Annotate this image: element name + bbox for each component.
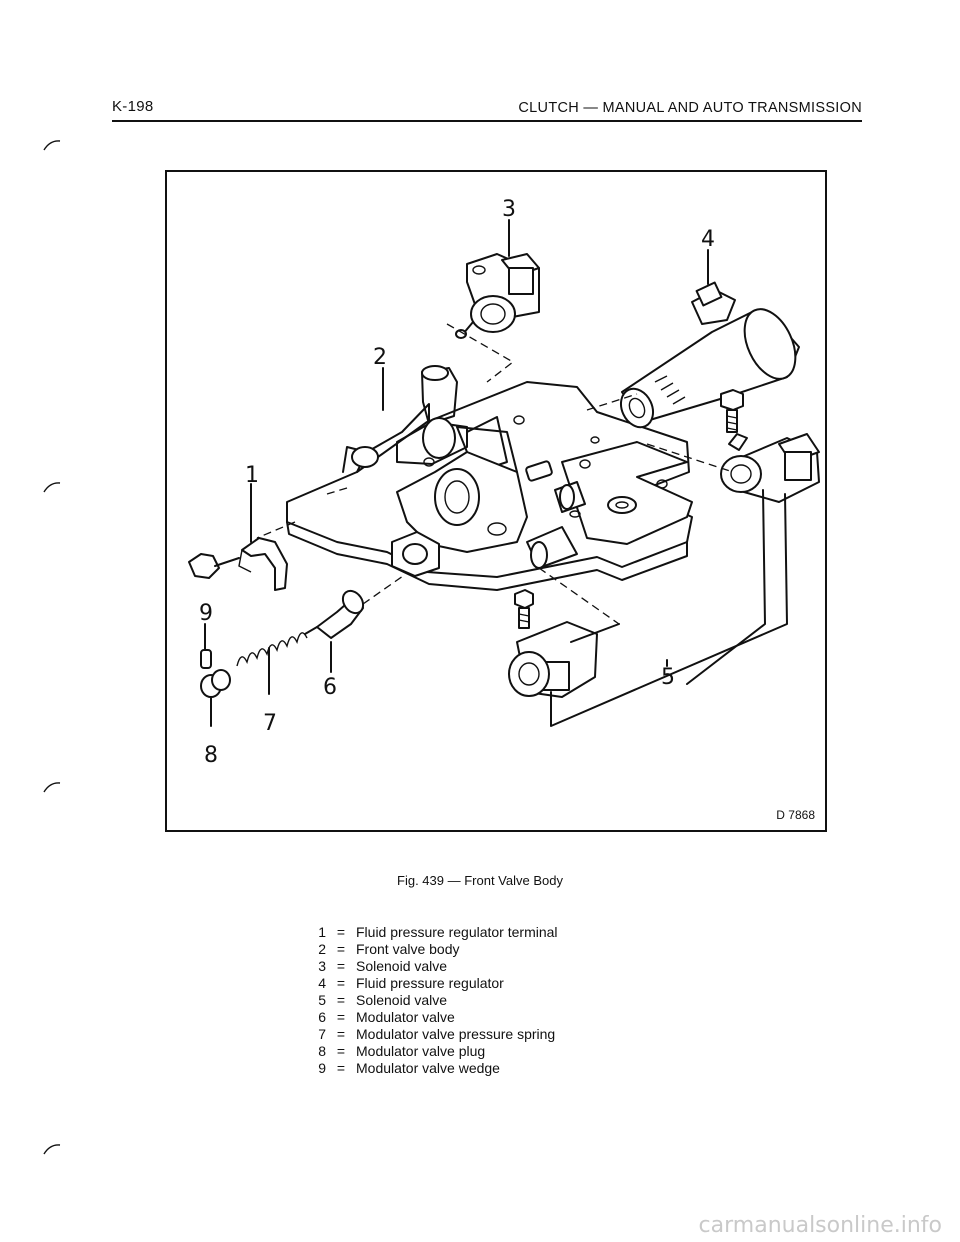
figure-caption: Fig. 439 — Front Valve Body [397, 873, 563, 888]
page-header: K-198 CLUTCH — MANUAL AND AUTO TRANSMISS… [112, 98, 862, 122]
solenoid-valve-right-drawing [720, 389, 820, 503]
legend-item: 3=Solenoid valve [318, 958, 448, 974]
margin-mark [43, 140, 61, 151]
modulator-parts-drawing [200, 589, 365, 698]
margin-mark [43, 482, 61, 493]
legend-item: 1=Fluid pressure regulator terminal [318, 924, 558, 940]
callout-4: 4 [701, 227, 715, 252]
legend-item: 4=Fluid pressure regulator [318, 975, 504, 991]
legend-item: 6=Modulator valve [318, 1009, 455, 1025]
legend-item: 9=Modulator valve wedge [318, 1060, 500, 1076]
fluid-pressure-regulator-terminal-drawing [188, 537, 288, 591]
legend-item: 8=Modulator valve plug [318, 1043, 486, 1059]
margin-mark [43, 1144, 61, 1155]
figure-frame: 3 4 2 1 9 6 7 8 5 D 7868 [165, 170, 827, 832]
front-valve-body-drawing [286, 365, 693, 591]
callout-1: 1 [245, 463, 259, 488]
callout-3: 3 [502, 197, 516, 222]
solenoid-valve-lower-drawing [508, 589, 598, 698]
margin-mark [43, 782, 61, 793]
callout-5: 5 [661, 665, 675, 690]
legend-item: 2=Front valve body [318, 941, 460, 957]
parts-legend: 1=Fluid pressure regulator terminal 2=Fr… [312, 924, 558, 1077]
legend-item: 7=Modulator valve pressure spring [318, 1026, 556, 1042]
callout-8: 8 [204, 743, 218, 768]
figure-code: D 7868 [776, 808, 815, 822]
callout-leaders [204, 219, 709, 727]
fluid-pressure-regulator-drawing [619, 281, 800, 429]
watermark: carmanualsonline.info [698, 1213, 942, 1238]
legend-item: 5=Solenoid valve [318, 992, 448, 1008]
assembly-lines [256, 323, 788, 727]
section-title: CLUTCH — MANUAL AND AUTO TRANSMISSION [518, 100, 862, 116]
callout-2: 2 [373, 345, 387, 370]
callout-9: 9 [199, 601, 213, 626]
callout-7: 7 [263, 711, 277, 736]
callout-6: 6 [323, 675, 337, 700]
solenoid-valve-top-drawing [455, 253, 540, 339]
valve-body-diagram: 3 4 2 1 9 6 7 8 5 [188, 197, 820, 768]
page-number: K-198 [112, 98, 154, 115]
